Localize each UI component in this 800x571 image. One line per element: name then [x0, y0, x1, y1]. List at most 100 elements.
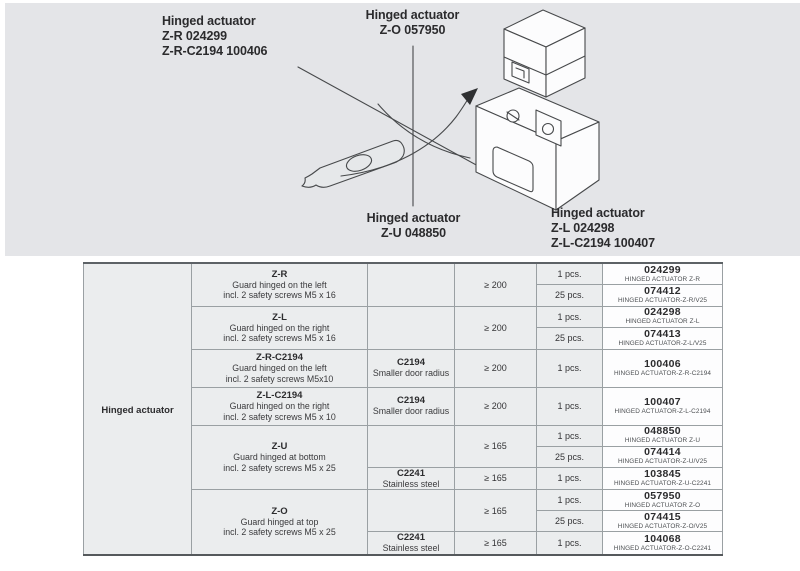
order-number: 104068	[644, 532, 681, 545]
variant-desc: incl. 2 safety screws M5 x 16	[223, 290, 336, 301]
variant-name: Z-O	[271, 505, 288, 517]
pack-qty-cell: 25 pcs.	[536, 326, 603, 350]
variant-name: Z-R-C2194	[256, 352, 303, 363]
option-code: C2194	[397, 395, 425, 407]
switch-head-drawing	[503, 9, 586, 98]
variant-name: Z-U	[271, 441, 288, 453]
label-line: Z-U 048850	[380, 226, 446, 240]
variant-desc: Guard hinged on the right	[229, 401, 330, 411]
order-number: 103845	[644, 468, 681, 480]
label-line: Hinged actuator	[162, 14, 256, 28]
label-hinged-actuator-z-u: Hinged actuator Z-U 048850	[336, 211, 491, 241]
table-row: Z-U Guard hinged at bottom incl. 2 safet…	[84, 424, 723, 490]
actuator-key-drawing	[301, 139, 405, 188]
order-cell: 024298 HINGED ACTUATOR Z-L	[602, 305, 723, 328]
order-name: HINGED ACTUATOR-Z-U/V25	[617, 458, 708, 466]
variant-name: Z-L-C2194	[256, 390, 303, 401]
order-number: 057950	[644, 489, 681, 502]
variant-name: Z-R	[271, 268, 288, 280]
actuator-diagram-panel: Hinged actuator Z-R 024299 Z-R-C2194 100…	[0, 0, 800, 256]
pack-qty-cell: 1 pcs.	[536, 424, 603, 447]
option-code: C2241	[397, 532, 425, 544]
rotation-arrow	[340, 88, 478, 177]
arrowhead	[461, 88, 478, 105]
order-number: 024299	[644, 263, 681, 276]
product-category-cell: Hinged actuator	[83, 262, 192, 555]
label-hinged-actuator-z-l: Hinged actuator Z-L 024298 Z-L-C2194 100…	[551, 206, 655, 251]
order-name: HINGED ACTUATOR-Z-L/V25	[618, 339, 707, 347]
label-line: Z-L 024298	[551, 221, 615, 235]
order-cell: 057950 HINGED ACTUATOR Z-O	[602, 489, 723, 511]
diagram-background	[5, 3, 800, 256]
order-cell: 103845 HINGED ACTUATOR-Z-U-C2241	[602, 466, 723, 490]
table-row: Z-O Guard hinged at top incl. 2 safety s…	[84, 489, 723, 555]
order-cell: 074415 HINGED ACTUATOR-Z-O/V25	[602, 510, 723, 532]
label-line: Z-O 057950	[379, 23, 446, 37]
option-code: C2241	[397, 467, 425, 479]
order-number: 074413	[644, 327, 681, 340]
order-cell: 074413 HINGED ACTUATOR-Z-L/V25	[602, 326, 723, 350]
table-row: 25 pcs. 074414 HINGED ACTUATOR-Z-U/V25	[84, 445, 723, 468]
option-cell-empty	[367, 424, 455, 468]
option-code: C2194	[397, 357, 425, 369]
order-cell: 100406 HINGED ACTUATOR-Z-R-C2194	[602, 348, 723, 388]
order-number: 048850	[644, 425, 681, 438]
order-cell: 074414 HINGED ACTUATOR-Z-U/V25	[602, 445, 723, 468]
order-cell: 048850 HINGED ACTUATOR Z-U	[602, 424, 723, 447]
order-name: HINGED ACTUATOR-Z-U-C2241	[613, 480, 712, 487]
order-cell: 024299 HINGED ACTUATOR Z-R	[602, 262, 723, 285]
table-row: Z-L Guard hinged on the right incl. 2 sa…	[84, 305, 723, 350]
label-hinged-actuator-z-o: Hinged actuator Z-O 057950	[335, 8, 490, 38]
option-desc: Smaller door radius	[372, 368, 450, 379]
variant-desc: incl. 2 safety screws M5 x 25	[223, 462, 336, 473]
order-cell: 104068 HINGED ACTUATOR-Z-O-C2241	[602, 531, 723, 555]
order-number: 024298	[644, 306, 681, 319]
pack-qty-cell: 25 pcs.	[536, 283, 603, 307]
order-cell: 074412 HINGED ACTUATOR-Z-R/V25	[602, 283, 723, 307]
variant-cell: Z-R Guard hinged on the left incl. 2 saf…	[191, 262, 368, 307]
pack-qty-cell: 1 pcs.	[536, 262, 603, 285]
order-cell: 100407 HINGED ACTUATOR-Z-L-C2194	[602, 386, 723, 426]
variant-desc: Guard hinged on the left	[232, 279, 327, 290]
min-door-radius-cell: ≥ 200	[454, 386, 537, 426]
variant-desc: incl. 2 safety screws M5x10	[225, 373, 334, 384]
key-slot-hole	[345, 154, 373, 172]
order-name: HINGED ACTUATOR-Z-R/V25	[617, 296, 708, 304]
order-name: HINGED ACTUATOR-Z-O/V25	[617, 522, 708, 530]
order-number: 100407	[644, 395, 681, 408]
table-row: C2241 Stainless steel ≥ 165 1 pcs. 10406…	[84, 531, 723, 555]
ordering-table: Hinged actuator Z-R Guard hinged on the …	[83, 262, 723, 556]
order-number: 100406	[644, 357, 681, 370]
category-label: Hinged actuator	[101, 404, 174, 416]
variant-cell: Z-R-C2194 Guard hinged on the left incl.…	[191, 348, 368, 388]
variant-desc: Guard hinged on the right	[229, 322, 330, 333]
label-line: Z-R 024299	[162, 29, 228, 43]
table-row: 25 pcs. 074415 HINGED ACTUATOR-Z-O/V25	[84, 510, 723, 532]
min-door-radius-cell: ≥ 165	[454, 489, 537, 532]
min-door-radius-cell: ≥ 200	[454, 305, 537, 350]
pack-qty-cell: 1 pcs.	[536, 348, 603, 388]
order-name: HINGED ACTUATOR Z-U	[624, 437, 701, 445]
option-cell-empty	[367, 305, 455, 350]
option-desc: Stainless steel	[382, 478, 440, 489]
variant-cell: Z-L Guard hinged on the right incl. 2 sa…	[191, 305, 368, 350]
order-number: 074415	[644, 510, 681, 523]
order-name: HINGED ACTUATOR-Z-L-C2194	[614, 407, 711, 415]
table-row: C2241 Stainless steel ≥ 165 1 pcs. 10384…	[84, 466, 723, 490]
variant-desc: Guard hinged at bottom	[233, 452, 326, 463]
variant-desc: incl. 2 safety screws M5 x 25	[223, 527, 336, 538]
min-door-radius-cell: ≥ 200	[454, 348, 537, 388]
variant-cell: Z-O Guard hinged at top incl. 2 safety s…	[191, 489, 368, 555]
order-number: 074412	[644, 284, 681, 297]
label-line: Z-L-C2194 100407	[551, 236, 656, 250]
option-cell: C2241 Stainless steel	[367, 531, 455, 555]
table-row: Hinged actuator Z-R Guard hinged on the …	[83, 262, 723, 555]
order-name: HINGED ACTUATOR-Z-R-C2194	[613, 369, 712, 377]
variant-desc: Guard hinged on the left	[232, 363, 327, 373]
pack-qty-cell: 1 pcs.	[536, 531, 603, 555]
min-door-radius-cell: ≥ 165	[454, 531, 537, 555]
table-row: 25 pcs. 074412 HINGED ACTUATOR-Z-R/V25	[84, 283, 723, 307]
order-number: 074414	[644, 446, 681, 459]
pack-qty-cell: 1 pcs.	[536, 466, 603, 490]
